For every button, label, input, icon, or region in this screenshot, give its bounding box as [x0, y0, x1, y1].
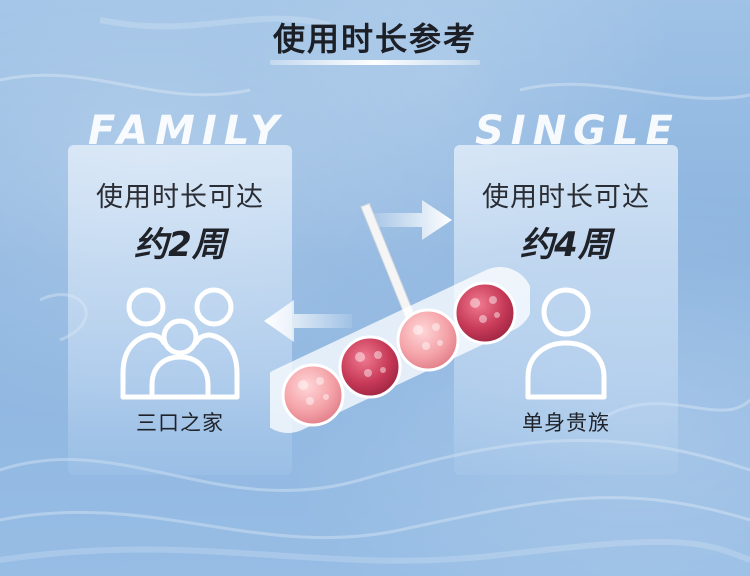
- family-duration: 约2周: [134, 225, 226, 265]
- person-icon: [525, 287, 607, 400]
- family-icon: [120, 287, 240, 400]
- single-card: 使用时长可达 约4周 单身贵族: [454, 145, 678, 475]
- title-underline: [270, 60, 480, 65]
- family-label: FAMILY: [88, 108, 287, 146]
- single-usage-text: 使用时长可达: [482, 182, 650, 213]
- family-usage-text: 使用时长可达: [96, 182, 264, 213]
- cleaner-beads-image: [270, 202, 530, 433]
- single-caption: 单身贵族: [522, 411, 610, 435]
- page-title: 使用时长参考: [272, 20, 477, 58]
- single-duration: 约4周: [520, 225, 612, 265]
- family-card: 使用时长可达 约2周 三口之家: [68, 145, 292, 475]
- arrow-left-icon: [264, 300, 352, 342]
- family-caption: 三口之家: [136, 411, 224, 435]
- single-label: SINGLE: [475, 108, 680, 146]
- arrow-right-icon: [372, 200, 452, 240]
